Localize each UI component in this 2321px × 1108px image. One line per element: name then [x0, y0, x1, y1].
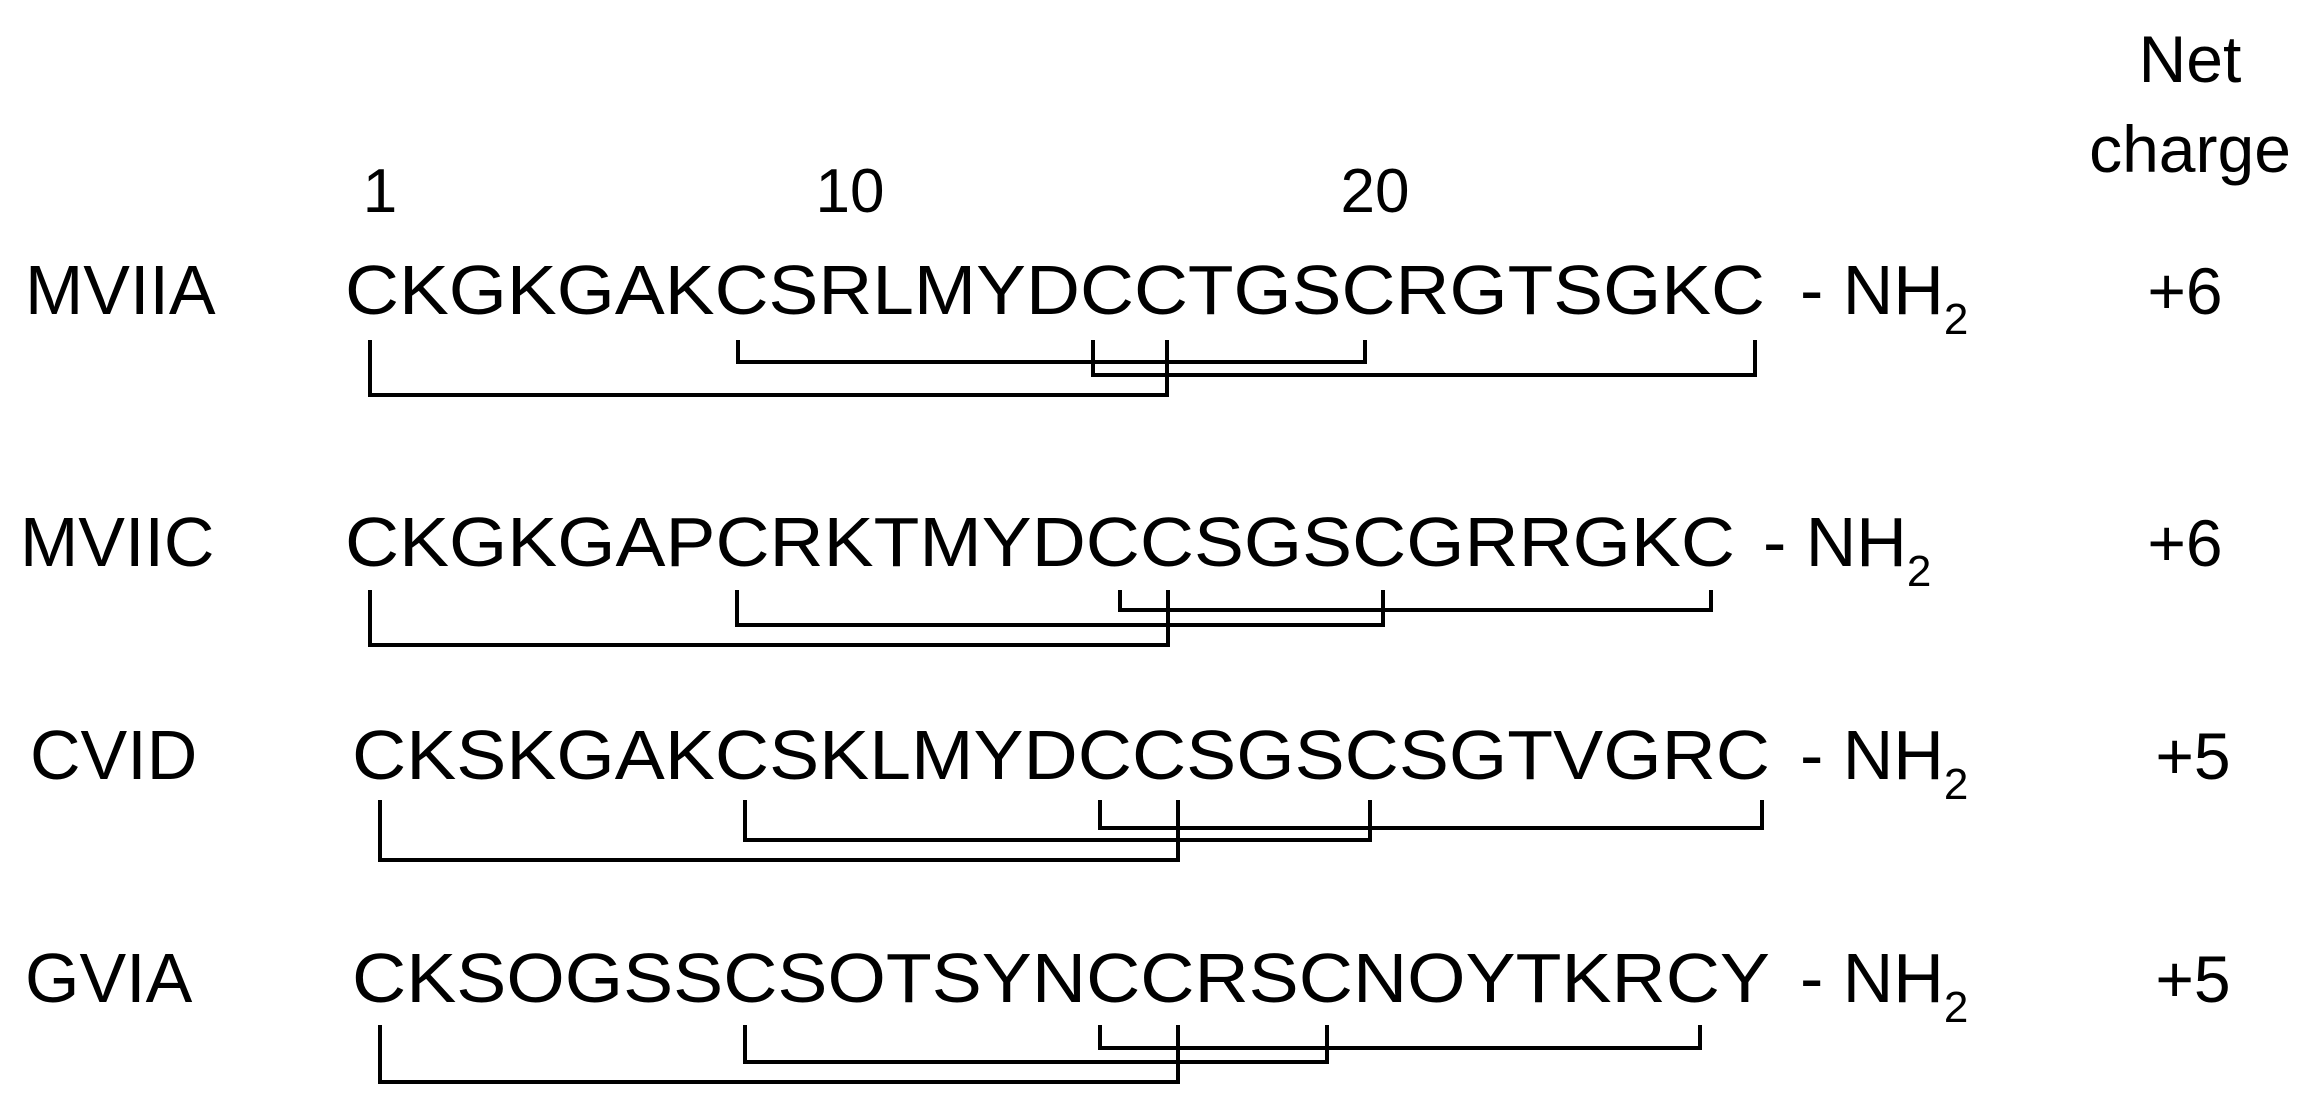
disulfide-bond-3 — [1098, 1025, 1702, 1050]
disulfide-bond-1 — [378, 800, 1180, 862]
disulfide-bond-1 — [378, 1025, 1180, 1084]
peptide-sequence: CKSOGSSCSOTSYNCCRSCNOYTKRCY — [352, 939, 1770, 1017]
net-charge-value: +6 — [2147, 506, 2222, 580]
net-charge-value: +5 — [2155, 942, 2230, 1016]
disulfide-bond-1 — [368, 590, 1170, 647]
amidation-label: - NH2 — [1800, 716, 1968, 809]
disulfide-bond-1 — [368, 340, 1169, 397]
disulfide-bond-3 — [1091, 340, 1757, 377]
peptide-row-gvia: GVIA CKSOGSSCSOTSYNCCRSCNOYTKRCY - NH2 +… — [25, 939, 2231, 1084]
disulfide-bond-2 — [743, 1025, 1329, 1064]
subscript-2: 2 — [1944, 983, 1968, 1032]
peptide-name: GVIA — [25, 939, 193, 1017]
peptide-sequence: CKGKGAKCSRLMYDCCTGSCRGTSGKC — [345, 251, 1765, 329]
position-marker-20: 20 — [1341, 157, 1410, 226]
amidation-label: - NH2 — [1800, 939, 1968, 1032]
position-marker-10: 10 — [816, 157, 885, 226]
amidation-label: - NH2 — [1763, 503, 1931, 596]
position-marker-1: 1 — [363, 157, 397, 226]
net-charge-value: +5 — [2155, 719, 2230, 793]
subscript-2: 2 — [1907, 547, 1931, 596]
disulfide-bond-2 — [735, 590, 1385, 627]
disulfide-bond-2 — [736, 340, 1367, 364]
subscript-2: 2 — [1944, 295, 1968, 344]
net-charge-header-line2: charge — [2089, 112, 2291, 186]
peptide-row-mviic: MVIIC CKGKGAPCRKTMYDCCSGSCGRRGKC - NH2 +… — [20, 503, 2223, 647]
amidation-label: - NH2 — [1800, 251, 1968, 344]
peptide-name: CVID — [30, 716, 197, 794]
disulfide-bond-3 — [1118, 590, 1713, 612]
peptide-sequence: CKSKGAKCSKLMYDCCSGSCSGTVGRC — [352, 716, 1770, 794]
disulfide-bond-2 — [743, 800, 1372, 842]
subscript-2: 2 — [1944, 760, 1968, 809]
disulfide-bond-3 — [1098, 800, 1764, 830]
peptide-row-cvid: CVID CKSKGAKCSKLMYDCCSGSCSGTVGRC - NH2 +… — [30, 716, 2231, 862]
net-charge-value: +6 — [2147, 254, 2222, 328]
peptide-sequence: CKGKGAPCRKTMYDCCSGSCGRRGKC — [345, 503, 1735, 581]
peptide-name: MVIIC — [20, 503, 214, 581]
peptide-row-mviia: MVIIA CKGKGAKCSRLMYDCCTGSCRGTSGKC - NH2 … — [25, 251, 2223, 397]
net-charge-header-line1: Net — [2139, 22, 2242, 96]
peptide-name: MVIIA — [25, 251, 216, 329]
